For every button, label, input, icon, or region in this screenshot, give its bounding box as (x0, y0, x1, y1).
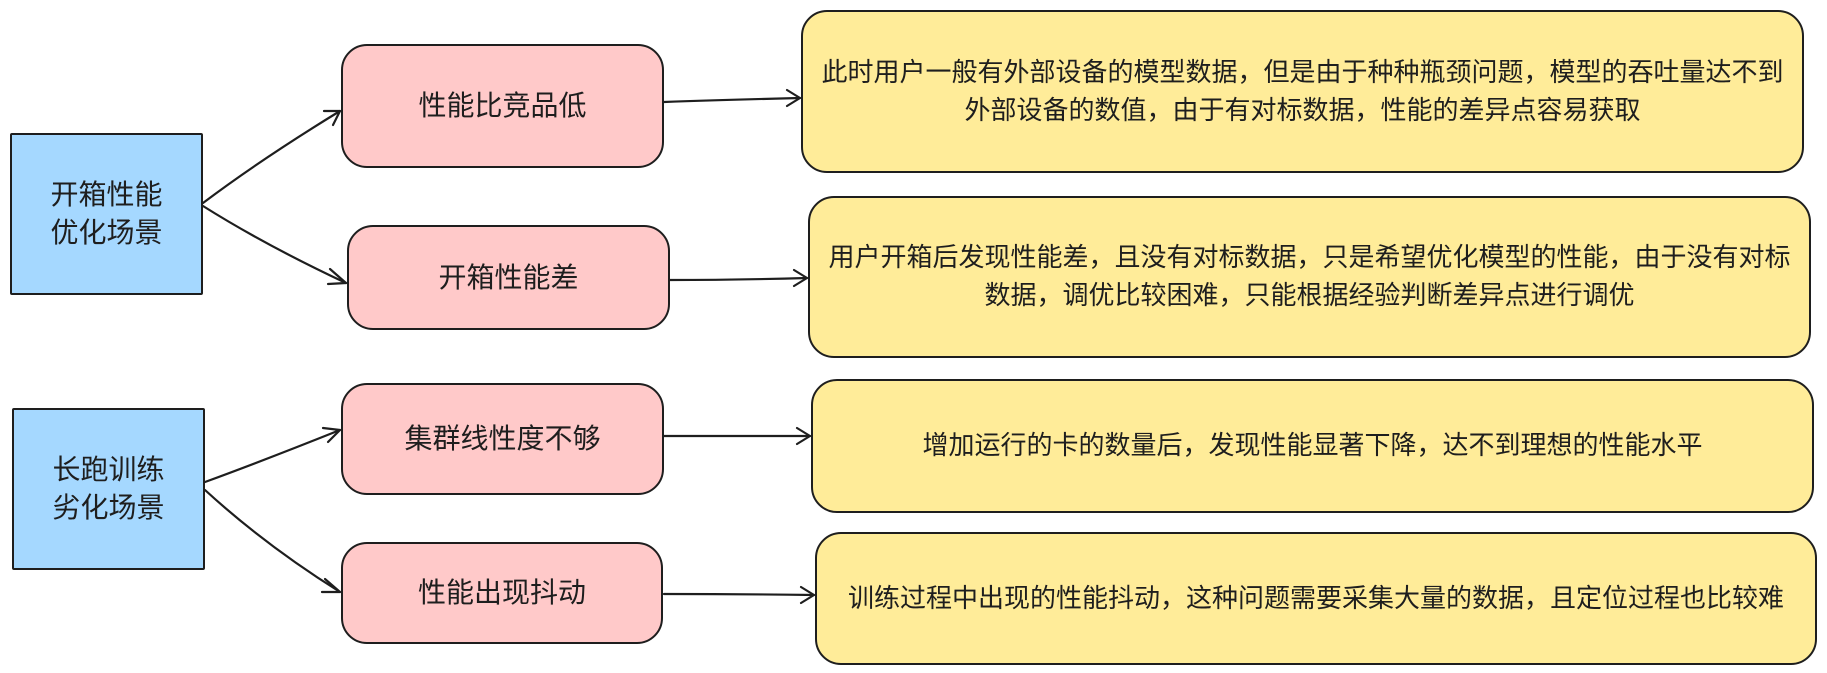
description-text-poor-unboxing-performance: 用户开箱后发现性能差，且没有对标数据，只是希望优化模型的性能，由于没有对标数据，… (828, 243, 1791, 311)
arrow-longrun-to-problem-4 (203, 488, 342, 594)
arrow-problem-1-to-description (662, 96, 802, 104)
arrow-unboxing-to-problem-2 (201, 204, 348, 285)
arrow-problem-4-to-description-head (799, 585, 816, 605)
problem-label-poor-unboxing-performance: 开箱性能差 (438, 260, 579, 294)
description-node-performance-jitter: 训练过程中出现的性能抖动，这种问题需要采集大量的数据，且定位过程也比较难 (815, 532, 1817, 665)
arrow-unboxing-to-problem-2-head (326, 267, 348, 286)
description-text-cluster-linearity: 增加运行的卡的数量后，发现性能显著下降，达不到理想的性能水平 (922, 431, 1703, 461)
arrow-problem-2-to-description (668, 276, 809, 282)
problem-label-cluster-linearity: 集群线性度不够 (404, 422, 601, 455)
arrow-longrun-to-problem-4-head (320, 577, 342, 594)
problem-node-lower-than-competitor: 性能比竞品低 (341, 44, 664, 168)
problem-label-lower-than-competitor: 性能比竞品低 (418, 89, 587, 122)
scenario-label-unboxing: 开箱性能优化场景 (50, 178, 163, 249)
scenario-node-unboxing: 开箱性能优化场景 (10, 133, 203, 295)
arrow-problem-4-to-description (662, 592, 816, 597)
scenario-node-longrun: 长跑训练劣化场景 (12, 408, 205, 570)
problem-node-poor-unboxing-performance: 开箱性能差 (347, 225, 670, 330)
description-text-performance-jitter: 训练过程中出现的性能抖动，这种问题需要采集大量的数据，且定位过程也比较难 (847, 583, 1784, 614)
description-text-lower-than-competitor: 此时用户一般有外部设备的模型数据，但是由于种种瓶颈问题，模型的吞吐量达不到外部设… (821, 57, 1784, 126)
arrow-problem-3-to-description-head (795, 426, 812, 446)
problem-label-performance-jitter: 性能出现抖动 (417, 576, 586, 609)
problem-node-performance-jitter: 性能出现抖动 (341, 542, 663, 644)
arrow-problem-2-to-description-head (792, 268, 809, 288)
arrow-longrun-to-problem-3-head (321, 426, 342, 444)
description-node-poor-unboxing-performance: 用户开箱后发现性能差，且没有对标数据，只是希望优化模型的性能，由于没有对标数据，… (808, 196, 1811, 358)
scenario-label-longrun: 长跑训练劣化场景 (52, 453, 165, 524)
arrow-unboxing-to-problem-1 (201, 109, 342, 205)
problem-node-cluster-linearity: 集群线性度不够 (341, 383, 664, 495)
description-node-cluster-linearity: 增加运行的卡的数量后，发现性能显著下降，达不到理想的性能水平 (811, 379, 1814, 513)
arrow-unboxing-to-problem-1-head (322, 109, 342, 127)
arrow-problem-1-to-description-head (785, 88, 802, 108)
description-node-lower-than-competitor: 此时用户一般有外部设备的模型数据，但是由于种种瓶颈问题，模型的吞吐量达不到外部设… (801, 10, 1804, 173)
arrow-longrun-to-problem-3 (203, 428, 342, 484)
